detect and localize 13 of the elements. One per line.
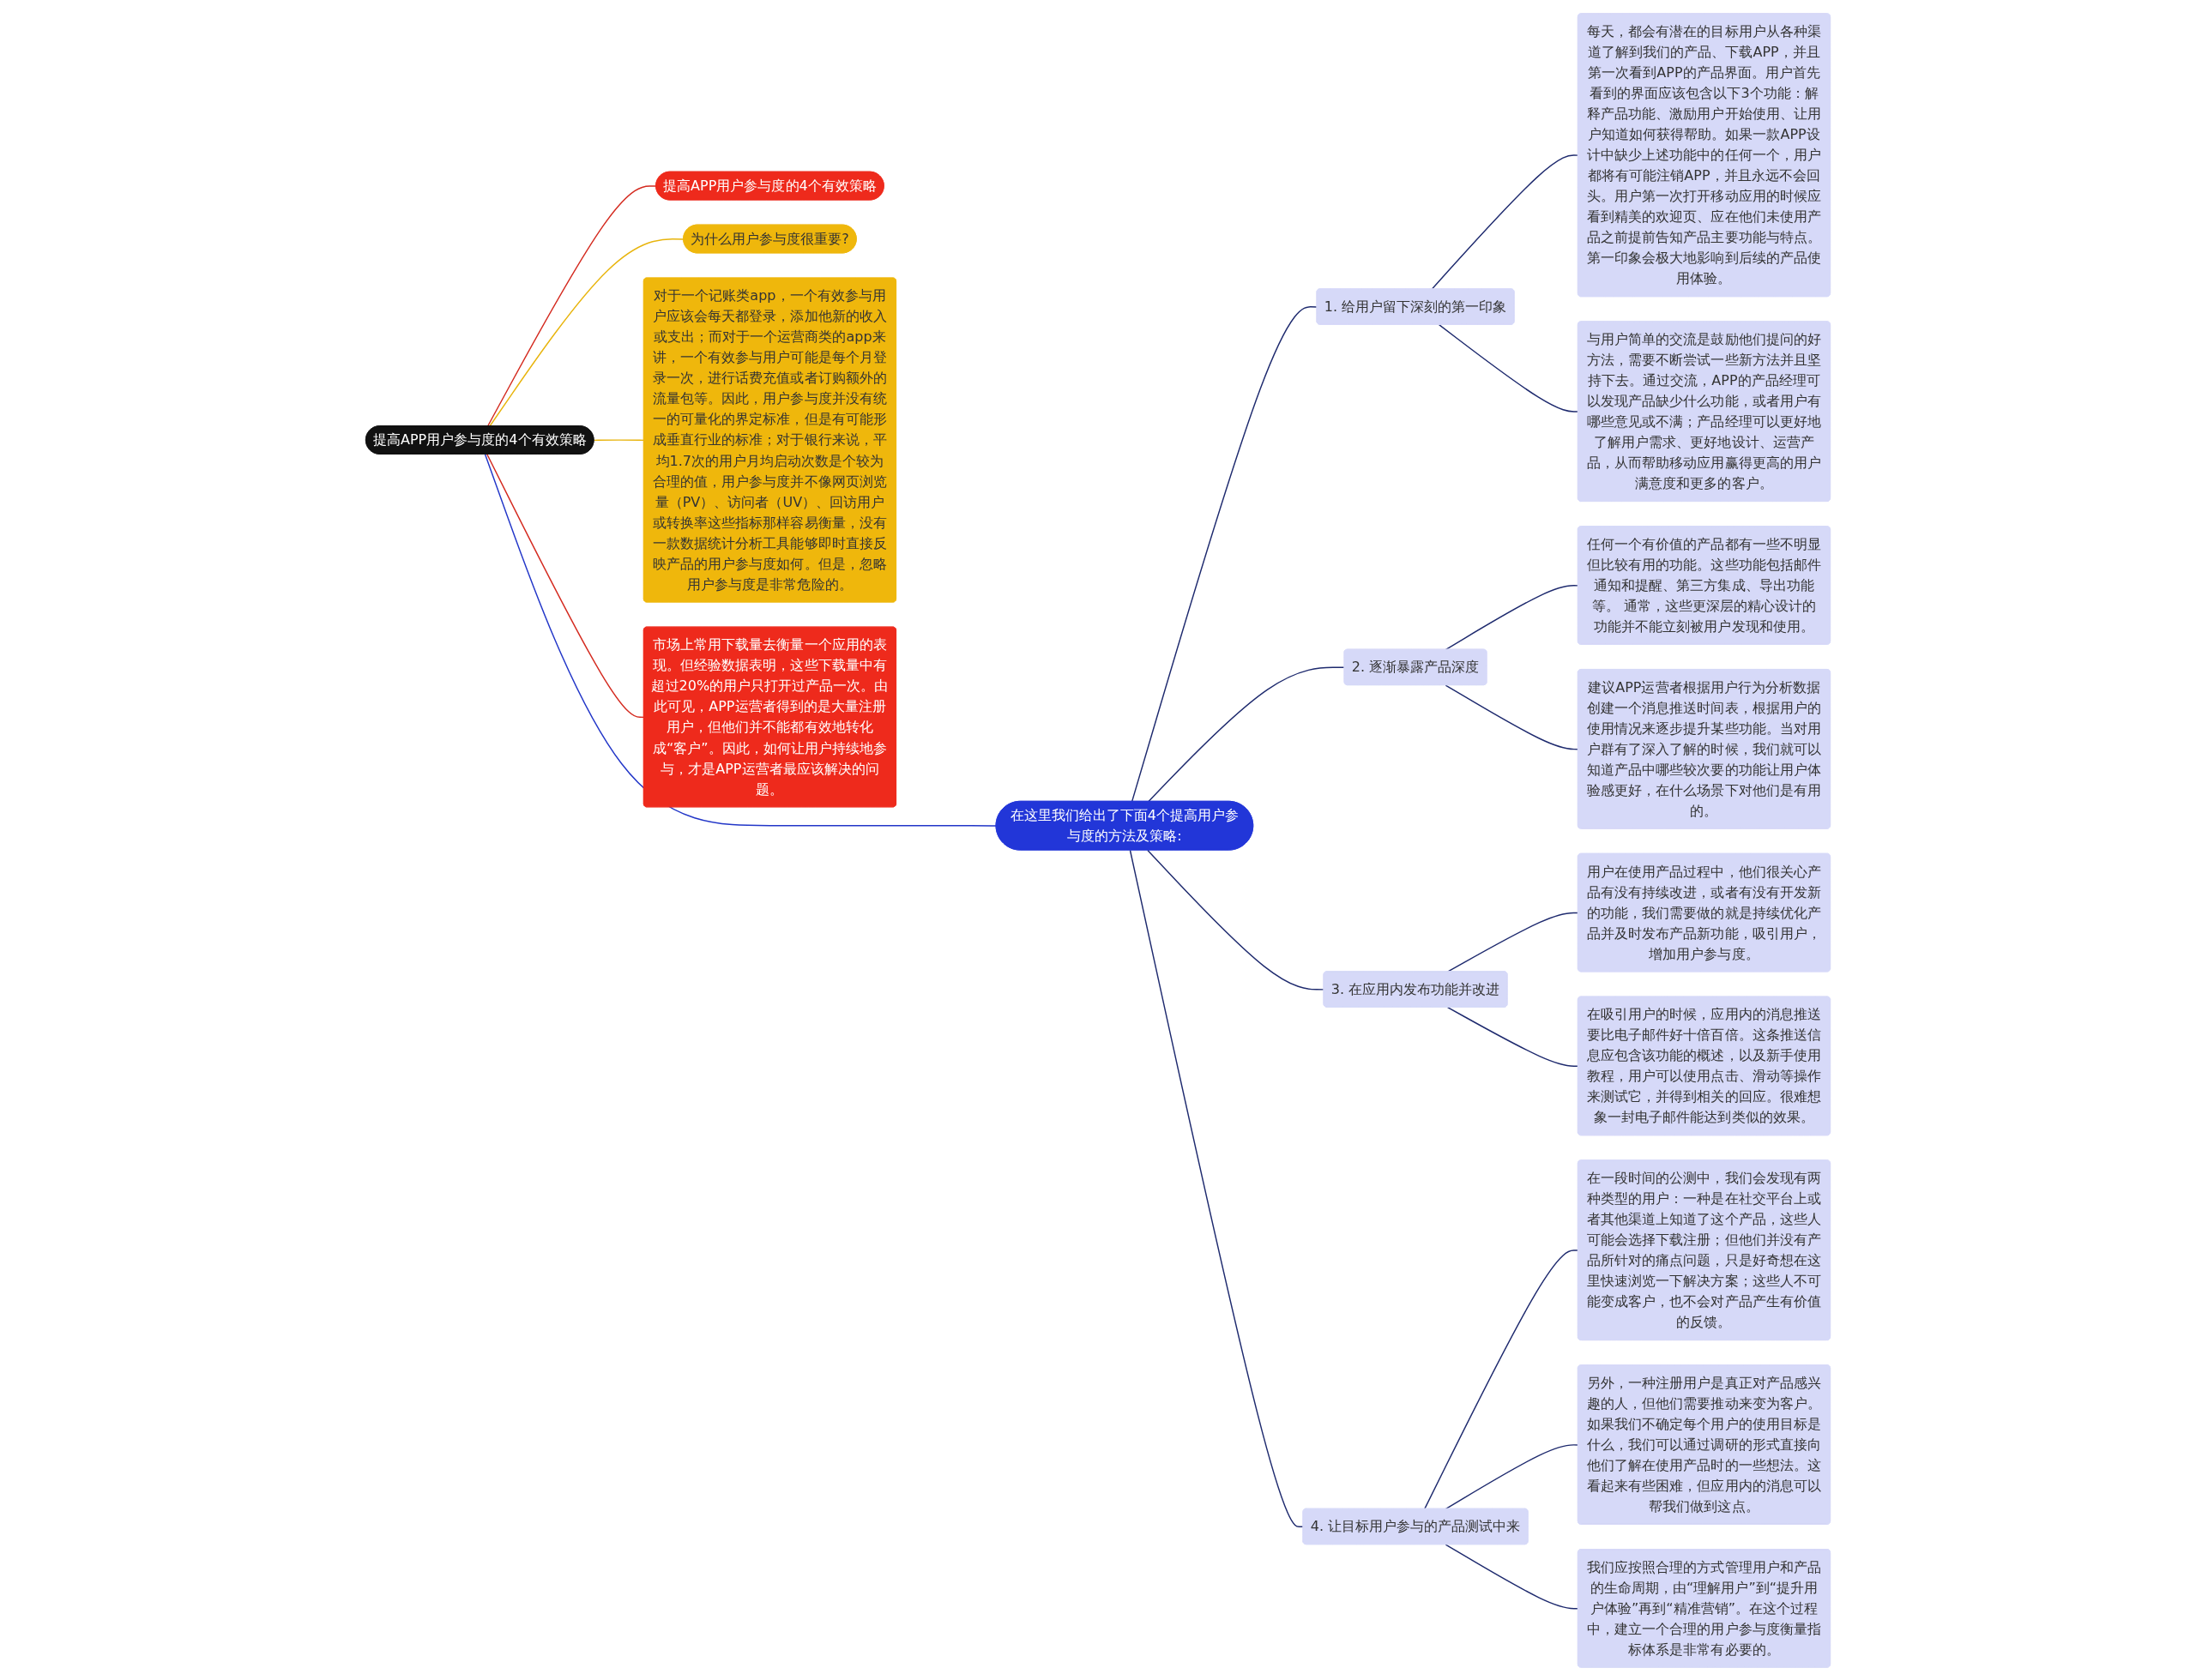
- connector: [486, 184, 657, 427]
- connector: [1445, 683, 1579, 750]
- connector: [1424, 1249, 1579, 1509]
- connector: [1148, 666, 1346, 802]
- connector: [1147, 849, 1325, 991]
- connector: [593, 438, 645, 441]
- connector: [486, 453, 645, 718]
- connector: [489, 238, 685, 427]
- connector: [1431, 154, 1579, 290]
- connector: [484, 453, 998, 827]
- connector: [1438, 323, 1579, 412]
- connector: [1445, 1543, 1579, 1609]
- connector: [1446, 1006, 1579, 1067]
